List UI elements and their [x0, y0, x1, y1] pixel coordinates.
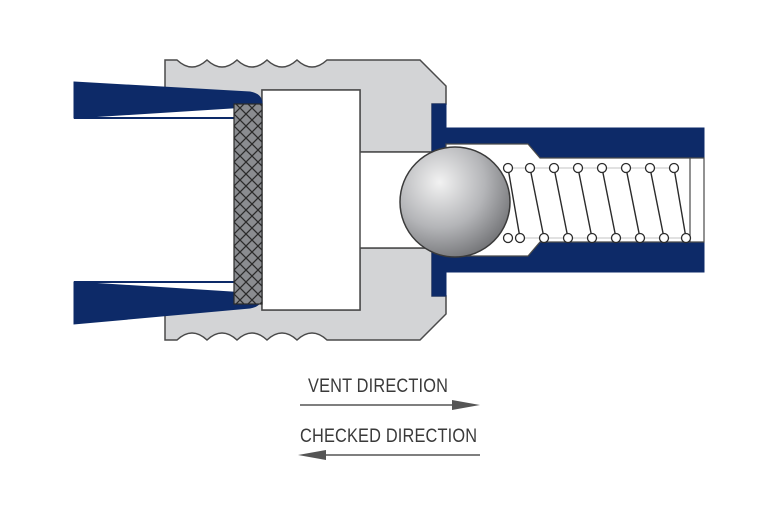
arrow-right-icon — [300, 400, 480, 410]
housing-cavity — [261, 89, 361, 311]
vent-direction-label: VENT DIRECTION — [308, 376, 449, 397]
housing-upper — [164, 58, 447, 153]
spring — [507, 167, 687, 239]
inlet-tube-bore — [74, 118, 234, 282]
seal-ring — [233, 103, 263, 305]
arrow-left-icon — [298, 450, 480, 460]
checked-direction-label: CHECKED DIRECTION — [300, 426, 478, 447]
housing-lower — [164, 247, 447, 342]
check-ball — [399, 146, 511, 258]
spring-coil-ends — [502, 162, 692, 244]
